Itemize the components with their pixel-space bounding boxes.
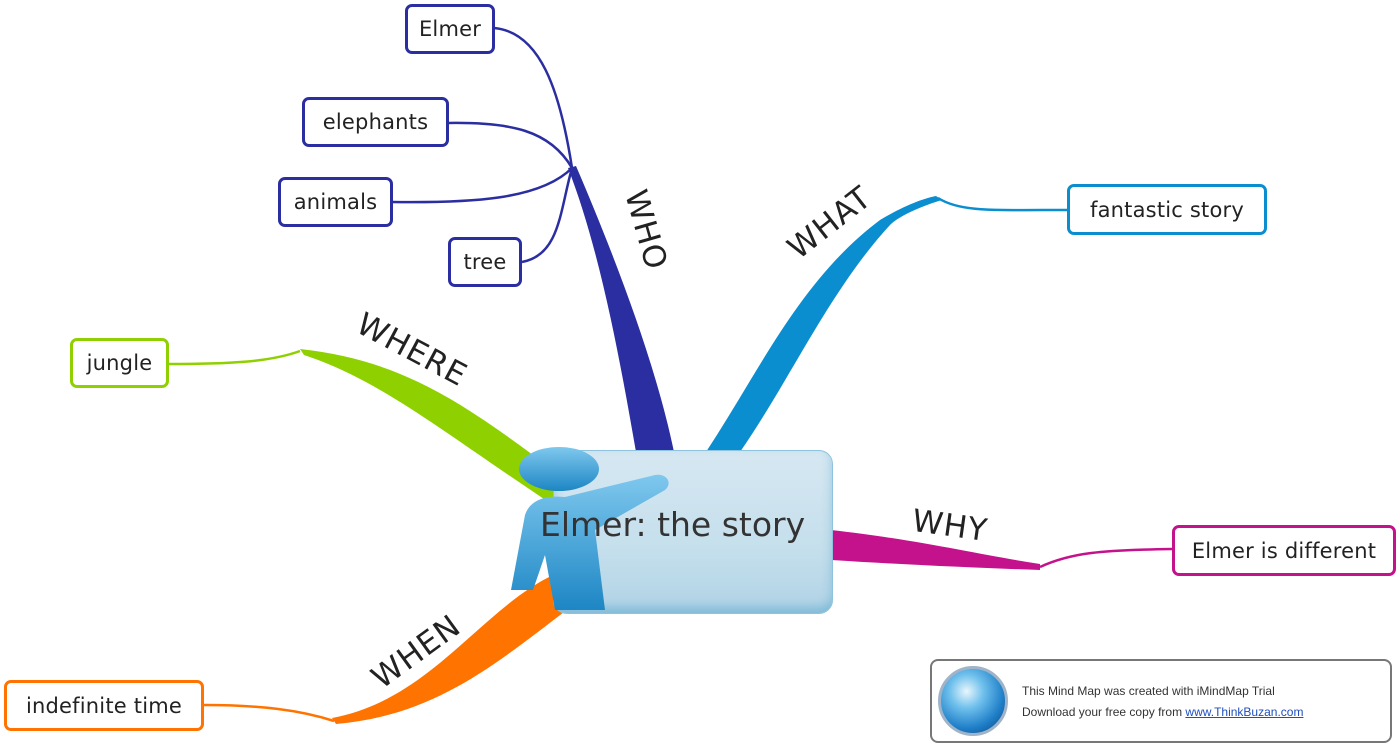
who-branch [568, 166, 674, 452]
promo-download-text: Download your free copy from [1022, 705, 1186, 719]
node-jungle[interactable]: jungle [70, 338, 169, 388]
when-sub-branch [203, 703, 335, 723]
node-fantastic-story[interactable]: fantastic story [1067, 184, 1267, 235]
promo-text-line1: This Mind Map was created with iMindMap … [1022, 684, 1275, 698]
why-sub-branch [1039, 547, 1173, 569]
promo-text-line2: Download your free copy from www.ThinkBu… [1022, 705, 1303, 719]
what-sub-branch [937, 196, 1069, 212]
why-branch [831, 530, 1040, 570]
what-branch [706, 196, 942, 452]
who-sub-branches [391, 26, 574, 264]
imindmap-trial-banner: This Mind Map was created with iMindMap … [930, 659, 1392, 743]
node-elmer-is-different[interactable]: Elmer is different [1172, 525, 1396, 576]
node-animals[interactable]: animals [278, 177, 393, 227]
person-pointing-icon [511, 447, 669, 610]
thinkbuzan-link[interactable]: www.ThinkBuzan.com [1185, 705, 1304, 719]
central-topic-title: Elmer: the story [540, 505, 806, 544]
imindmap-logo-icon [938, 666, 1008, 736]
where-sub-branch [167, 349, 301, 366]
node-elephants[interactable]: elephants [302, 97, 449, 147]
when-branch [332, 575, 580, 724]
node-indefinite-time[interactable]: indefinite time [4, 680, 204, 731]
node-elmer[interactable]: Elmer [405, 4, 495, 54]
node-tree[interactable]: tree [448, 237, 522, 287]
